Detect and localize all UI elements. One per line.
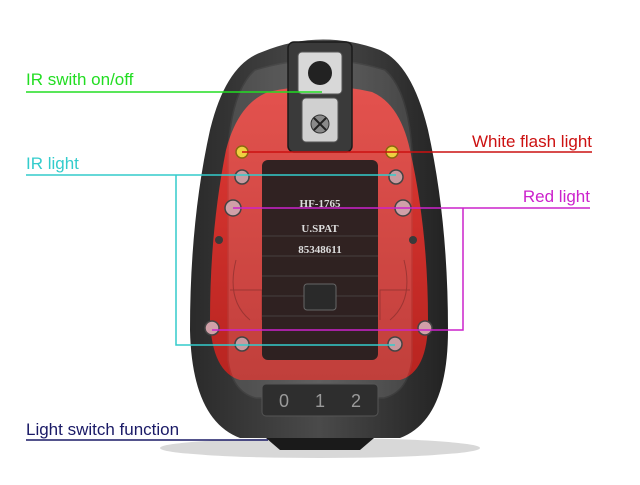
red-led-bottom-left <box>204 320 220 336</box>
aux-dot-right <box>409 236 417 244</box>
ir-light-leader <box>26 174 396 346</box>
dial-mark-2: 2 <box>351 391 361 411</box>
label-white-flash-light: White flash light <box>472 132 592 151</box>
red-led-bottom-right <box>417 320 433 336</box>
mount-tab <box>266 438 374 450</box>
label-light-switch-function: Light switch function <box>26 420 180 439</box>
ir-led-bottom-right <box>387 336 403 352</box>
dial-mark-1: 1 <box>315 391 325 411</box>
ir-led-top-left <box>234 169 250 185</box>
brand-imprint: U.SPAT <box>301 223 339 235</box>
aux-dot-left <box>215 236 223 244</box>
dial-mark-0: 0 <box>279 391 289 411</box>
red-light-leader <box>212 207 590 331</box>
ir-led-bottom-left <box>234 336 250 352</box>
label-ir-light: IR light <box>26 154 79 173</box>
battery-compartment <box>262 160 378 360</box>
ir-switch-knob <box>287 41 353 153</box>
ir-led-top-right <box>388 169 404 185</box>
serial-imprint: 85348611 <box>298 244 341 256</box>
model-imprint: HF-1765 <box>300 198 341 210</box>
label-ir-switch: IR swith on/off <box>26 70 134 89</box>
label-red-light: Red light <box>522 187 590 206</box>
center-sensor <box>303 283 337 311</box>
mode-dial <box>261 383 379 417</box>
